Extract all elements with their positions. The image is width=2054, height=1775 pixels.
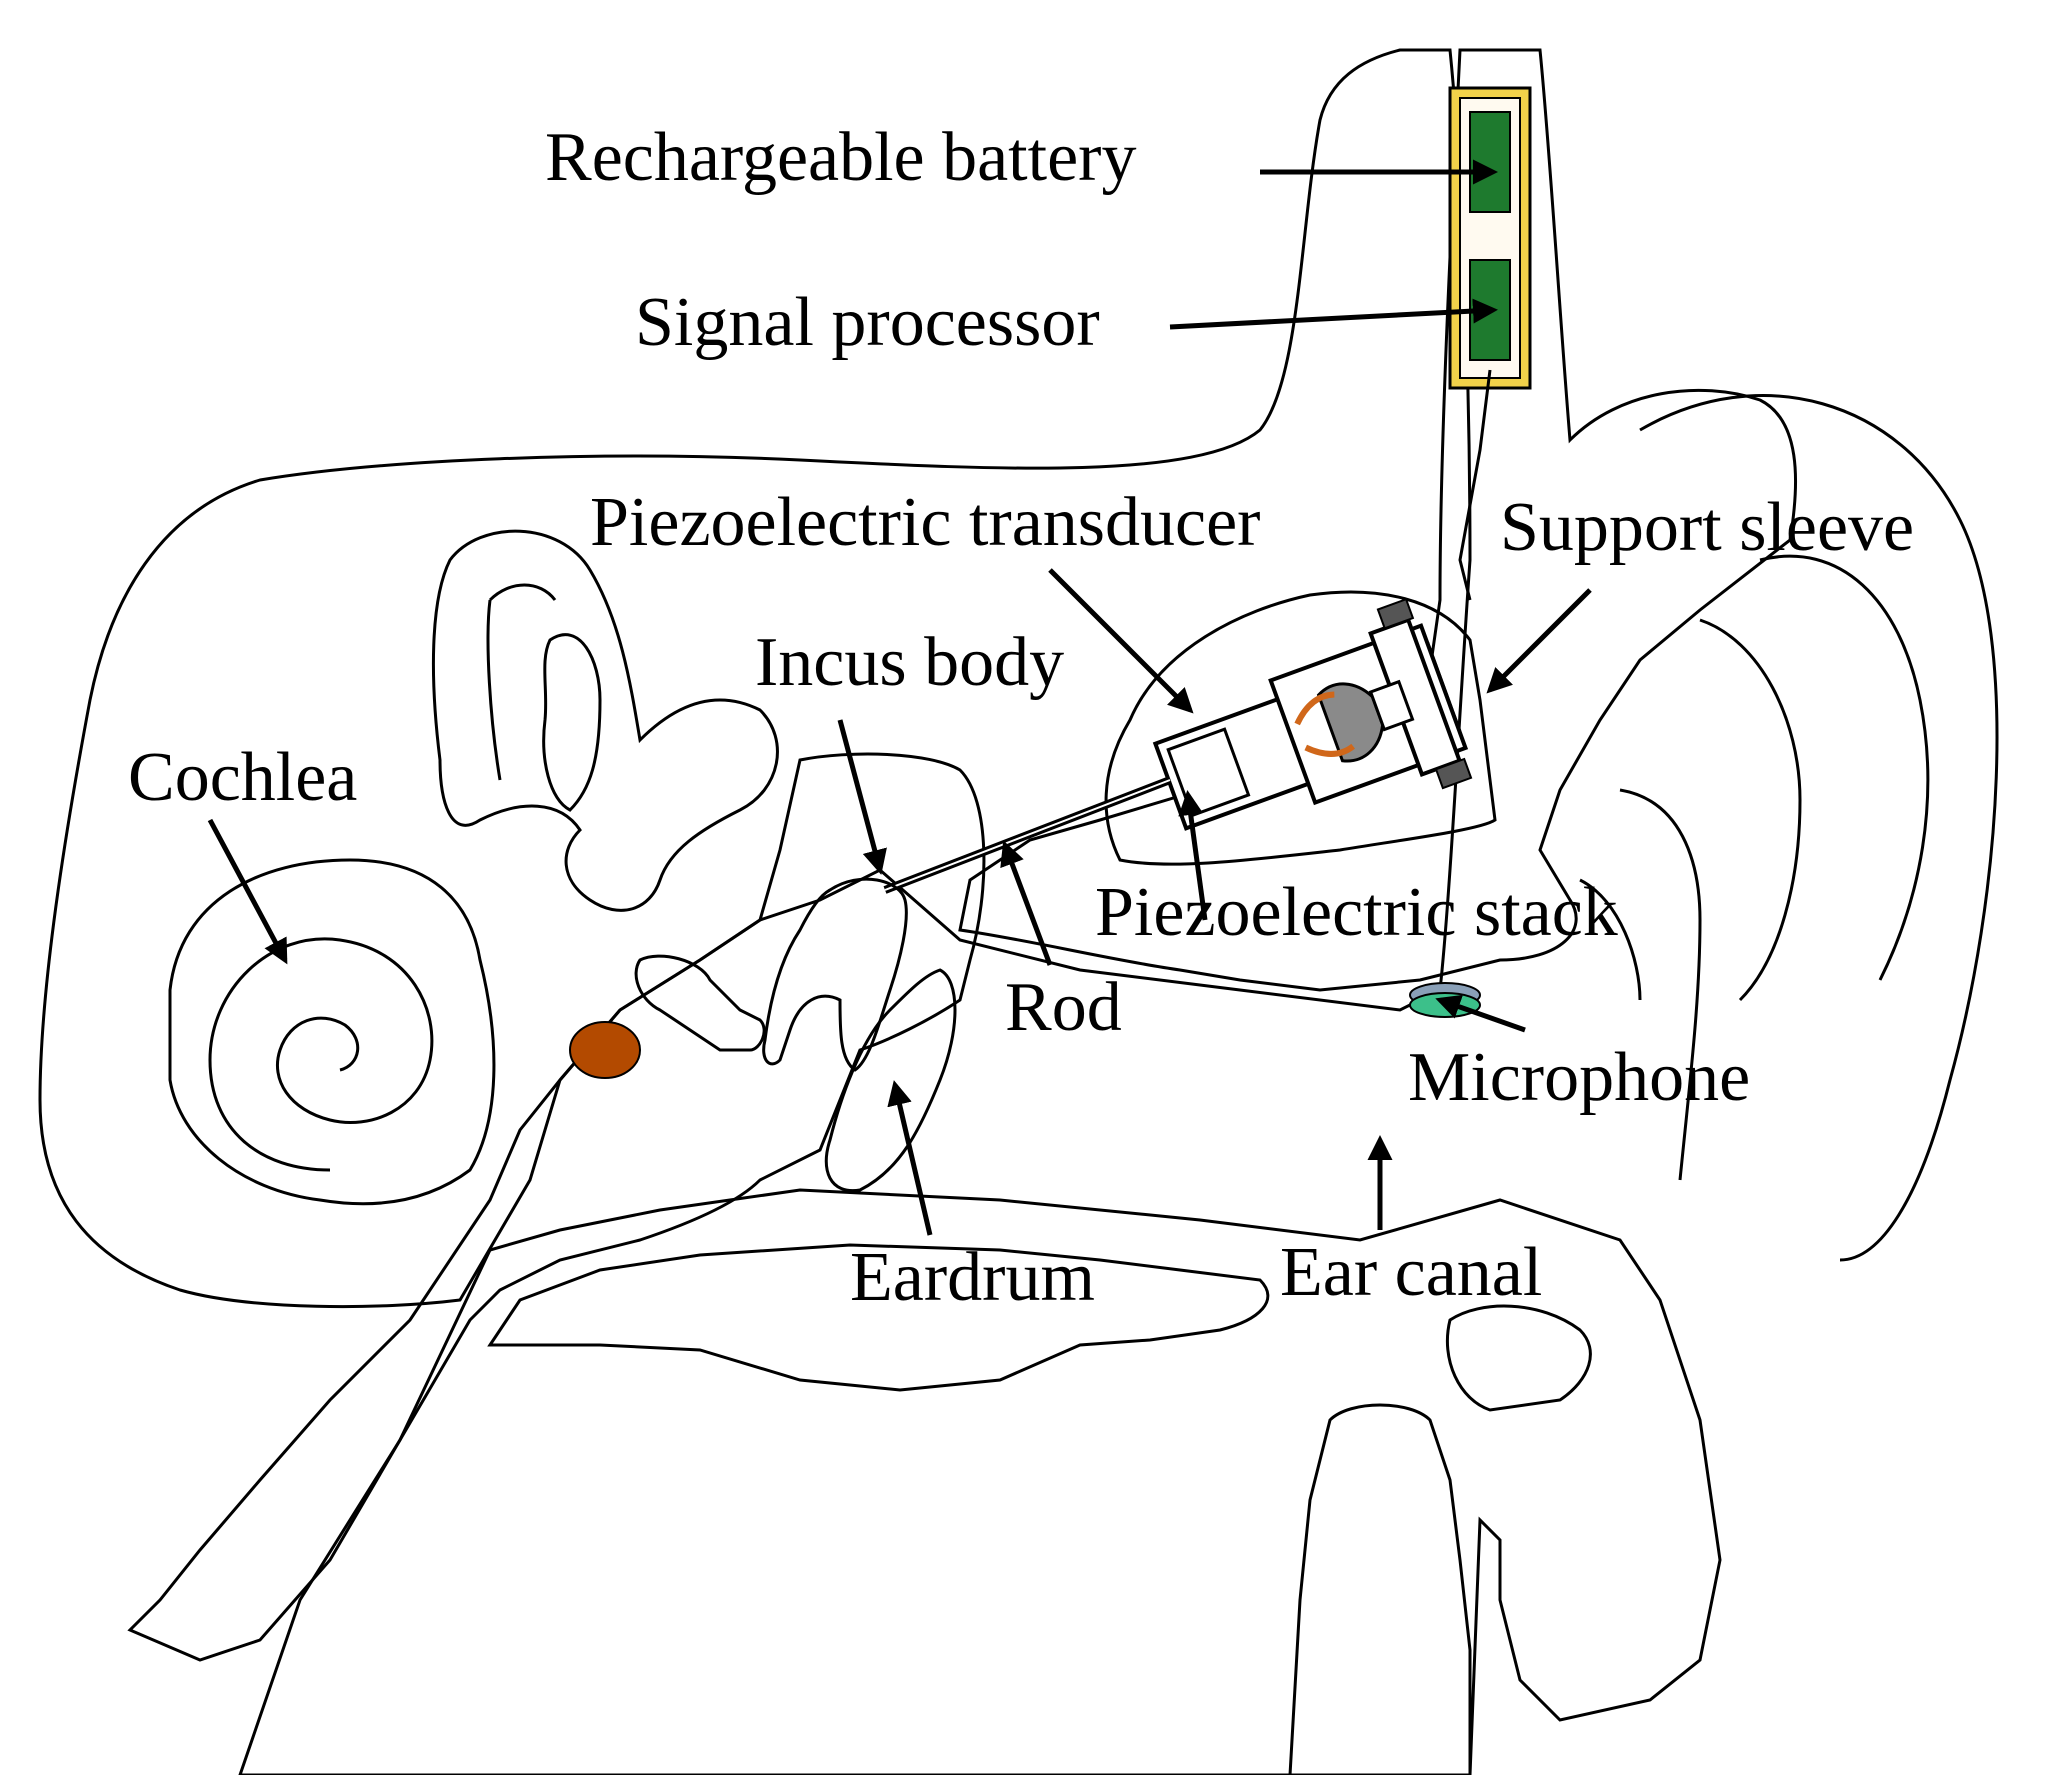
- middle-ear-cavity: [127, 752, 986, 1662]
- canal-loop: [486, 583, 557, 781]
- eardrum: [824, 968, 957, 1193]
- incus: [762, 877, 908, 1072]
- label-rod: Rod: [1005, 969, 1122, 1046]
- arrow-transducer: [1048, 568, 1194, 714]
- label-support-sleeve: Support sleeve: [1500, 489, 1914, 566]
- label-signal-processor: Signal processor: [635, 284, 1100, 361]
- label-microphone: Microphone: [1408, 1039, 1750, 1116]
- arrow-cochlea: [207, 818, 288, 965]
- arrow-microphone: [1435, 994, 1526, 1033]
- ear-canal-floor: [238, 1188, 1722, 1775]
- label-piezoelectric-stack: Piezoelectric stack: [1095, 874, 1618, 951]
- temporal-bone: [38, 48, 1472, 1309]
- arrow-rod: [1000, 840, 1053, 966]
- cartilage-lower: [1288, 1403, 1472, 1775]
- round-window: [569, 1021, 641, 1079]
- label-incus-body: Incus body: [755, 624, 1064, 701]
- label-rechargeable-battery: Rechargeable battery: [545, 119, 1136, 196]
- cartilage-upper: [1445, 1304, 1592, 1412]
- pinna-contours: [1579, 394, 1999, 1262]
- arrow-incus: [837, 719, 887, 875]
- arrow-processor: [1169, 298, 1498, 330]
- lead-wire: [1458, 369, 1492, 601]
- semicircular-canals: [431, 529, 779, 912]
- stapes: [634, 954, 766, 1052]
- outer-ear-skin: [958, 48, 1798, 992]
- label-piezoelectric-transducer: Piezoelectric transducer: [590, 484, 1260, 561]
- piezoelectric-transducer-assembly: [1152, 597, 1473, 831]
- arrow-eardrum: [887, 1080, 933, 1236]
- leader-arrows: [207, 159, 1592, 1236]
- ear-canal-wall-gray: [487, 1243, 1270, 1392]
- label-ear-canal: Ear canal: [1280, 1234, 1542, 1311]
- label-cochlea: Cochlea: [128, 739, 357, 816]
- semicircular-canal-lumen: [542, 633, 602, 812]
- transducer-cavity: [1104, 590, 1497, 866]
- arrow-piezo-stack: [1178, 790, 1208, 921]
- cochlea: [168, 858, 496, 1206]
- arrow-support-sleeve: [1486, 588, 1592, 694]
- label-eardrum: Eardrum: [850, 1239, 1095, 1316]
- battery-cell: [1469, 111, 1511, 213]
